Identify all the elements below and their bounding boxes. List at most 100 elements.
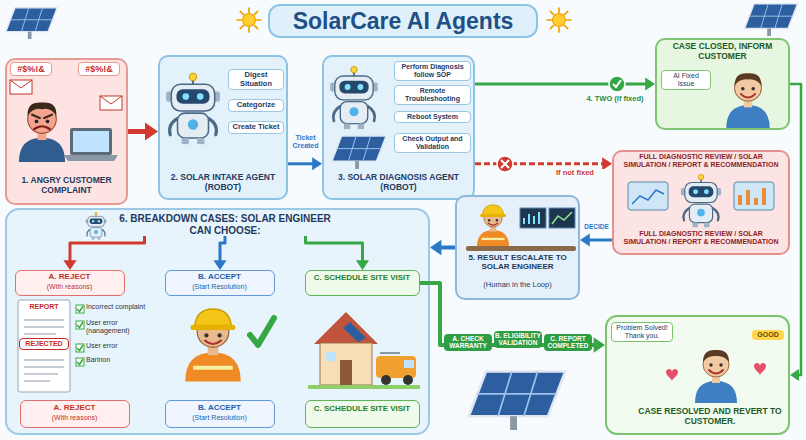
edge-label: 4. TWO (If fixed) [582,95,648,104]
edge-label: If not fixed [540,169,610,178]
curse-bubble: #$%!& [78,62,120,76]
step-tag: A. CHECK WARRANTY [444,334,492,351]
text-slot: C. REPORT COMPLETED [544,334,592,351]
option-title: C. SCHEDULE SITE VISIT [307,404,418,413]
text-slot: Ticket Created [289,134,322,150]
text-slot: 4. TWO (If fixed) [582,95,648,104]
connector [420,283,605,353]
edge-label: Ticket Created [289,134,322,150]
text-slot: (Start Resolution) [167,283,273,291]
text-slot: Problem Solved! Thank you. [611,322,673,342]
option-title: A. REJECT [22,403,128,412]
text-slot: A. REJECT [22,403,128,412]
badge: GOOD [752,330,784,340]
arrow-head [645,77,655,90]
option-note: (With reasons) [22,414,128,422]
checklist-item: User error [86,342,158,350]
arrow-head [213,260,226,270]
text-slot: CASE CLOSED, INFORM CUSTOMER [659,42,786,62]
text-slot: Categorize [228,99,284,112]
agent-panel: 3. SOLAR DIAGNOSIS AGENT (ROBOT) Perform … [322,55,475,200]
panel-title: FULL DIAGNOSTIC REVIEW / SOLAR SIMULATIO… [617,153,785,169]
checklist-item: Incorrect complaint [86,303,158,311]
arrow-head [594,337,605,353]
escalation-box: 5. RESULT ESCALATE TO SOLAR ENGINEER (Hum… [455,195,580,300]
text-slot: 1. ANGRY CUSTOMER COMPLAINT [9,176,124,196]
arrow-head [430,240,441,256]
arrow-head [145,123,158,141]
step-item: Remote Troubleshooting [394,85,471,105]
step-item: Check Output and Validation [394,133,471,153]
option-box: A. REJECT (With reasons) [20,400,130,428]
report-heading: REPORT [20,303,68,311]
text-slot: Perform Diagnosis follow SOP [394,61,471,81]
text-slot: C. SCHEDULE SITE VISIT [307,404,418,413]
connector-line [306,236,363,261]
speech-bubble: Problem Solved! Thank you. [611,322,673,342]
text-slot: (With reasons) [17,283,123,291]
text-slot: Incorrect complaint [86,303,158,311]
connector [790,84,801,381]
text-slot: 5. RESULT ESCALATE TO SOLAR ENGINEER [459,253,576,271]
agent-panel: 2. SOLAR INTAKE AGENT (ROBOT) Digest Situ… [158,55,288,200]
text-slot: REPORT [20,303,68,311]
panel-title: 6. BREAKDOWN CASES: SOLAR ENGINEER CAN C… [110,213,340,236]
text-slot: A. CHECK WARRANTY [444,334,492,351]
arrow-head [312,157,322,170]
diagram-title: SolarCare AI Agents [268,4,538,38]
panel-title: 1. ANGRY CUSTOMER COMPLAINT [9,176,124,196]
step-item: Create Ticket [228,121,284,134]
option-title: C. SCHEDULE SITE VISIT [307,273,418,282]
text-slot: #$%!& [10,62,52,76]
text-slot: DECIDE [581,223,612,230]
connector [63,236,144,270]
panel-title: CASE RESOLVED AND REVERT TO CUSTOMER. [635,407,785,427]
text-slot: 6. BREAKDOWN CASES: SOLAR ENGINEER CAN C… [110,213,340,236]
connector-line [288,162,313,165]
option-box: C. SCHEDULE SITE VISIT [305,400,420,428]
text-slot: 2. SOLAR INTAKE AGENT (ROBOT) [162,173,284,193]
text-slot: Digest Situation [228,69,284,90]
text-slot: (Start Resolution) [167,414,273,422]
options-panel: 6. BREAKDOWN CASES: SOLAR ENGINEER CAN C… [5,208,430,435]
step-tag: C. REPORT COMPLETED [544,334,592,351]
curse-bubble: #$%!& [10,62,52,76]
text-slot: (Human in the Loop) [459,281,576,290]
panel-title: 3. SOLAR DIAGNOSIS AGENT (ROBOT) [326,173,471,193]
text-slot: FULL DIAGNOSTIC REVIEW / SOLAR SIMULATIO… [617,153,785,169]
step-tag: B. ELIGIBILITY VALIDATION [494,331,542,348]
step-item: Perform Diagnosis follow SOP [394,61,471,81]
text-slot: CASE RESOLVED AND REVERT TO CUSTOMER. [635,407,785,427]
panel-title: 5. RESULT ESCALATE TO SOLAR ENGINEER [459,253,576,271]
option-note: (With reasons) [17,283,123,291]
option-title: B. ACCEPT [167,272,273,281]
connector-line [70,236,145,261]
panel-note: (Human in the Loop) [459,281,576,290]
rejected-stamp: REJECTED [19,338,69,350]
text-slot: Reboot System [394,111,471,123]
connector-line [790,84,801,375]
text-slot: GOOD [752,330,784,340]
text-slot: B. ELIGIBILITY VALIDATION [494,331,542,348]
complaint-panel: 1. ANGRY CUSTOMER COMPLAINT [5,58,128,205]
step-item: Categorize [228,99,284,112]
arrow-head [63,260,76,270]
text-slot: FULL DIAGNOSTIC REVIEW / SOLAR SIMULATIO… [617,230,785,246]
checklist-item: Barinon [86,356,158,364]
connector-line [128,129,146,134]
text-slot: B. ACCEPT [167,403,273,412]
option-title: B. ACCEPT [167,403,273,412]
connector-line [440,246,455,250]
arrow-head [356,260,369,270]
text-slot: Barinon [86,356,158,364]
connector [128,123,158,141]
connector [475,77,655,90]
text-slot: (With reasons) [22,414,128,422]
option-note: (Start Resolution) [167,283,273,291]
text-slot: Check Output and Validation [394,133,471,153]
review-box: FULL DIAGNOSTIC REVIEW / SOLAR SIMULATIO… [612,150,790,255]
connector-line [475,162,603,165]
connector [306,236,370,270]
step-item: Reboot System [394,111,471,123]
